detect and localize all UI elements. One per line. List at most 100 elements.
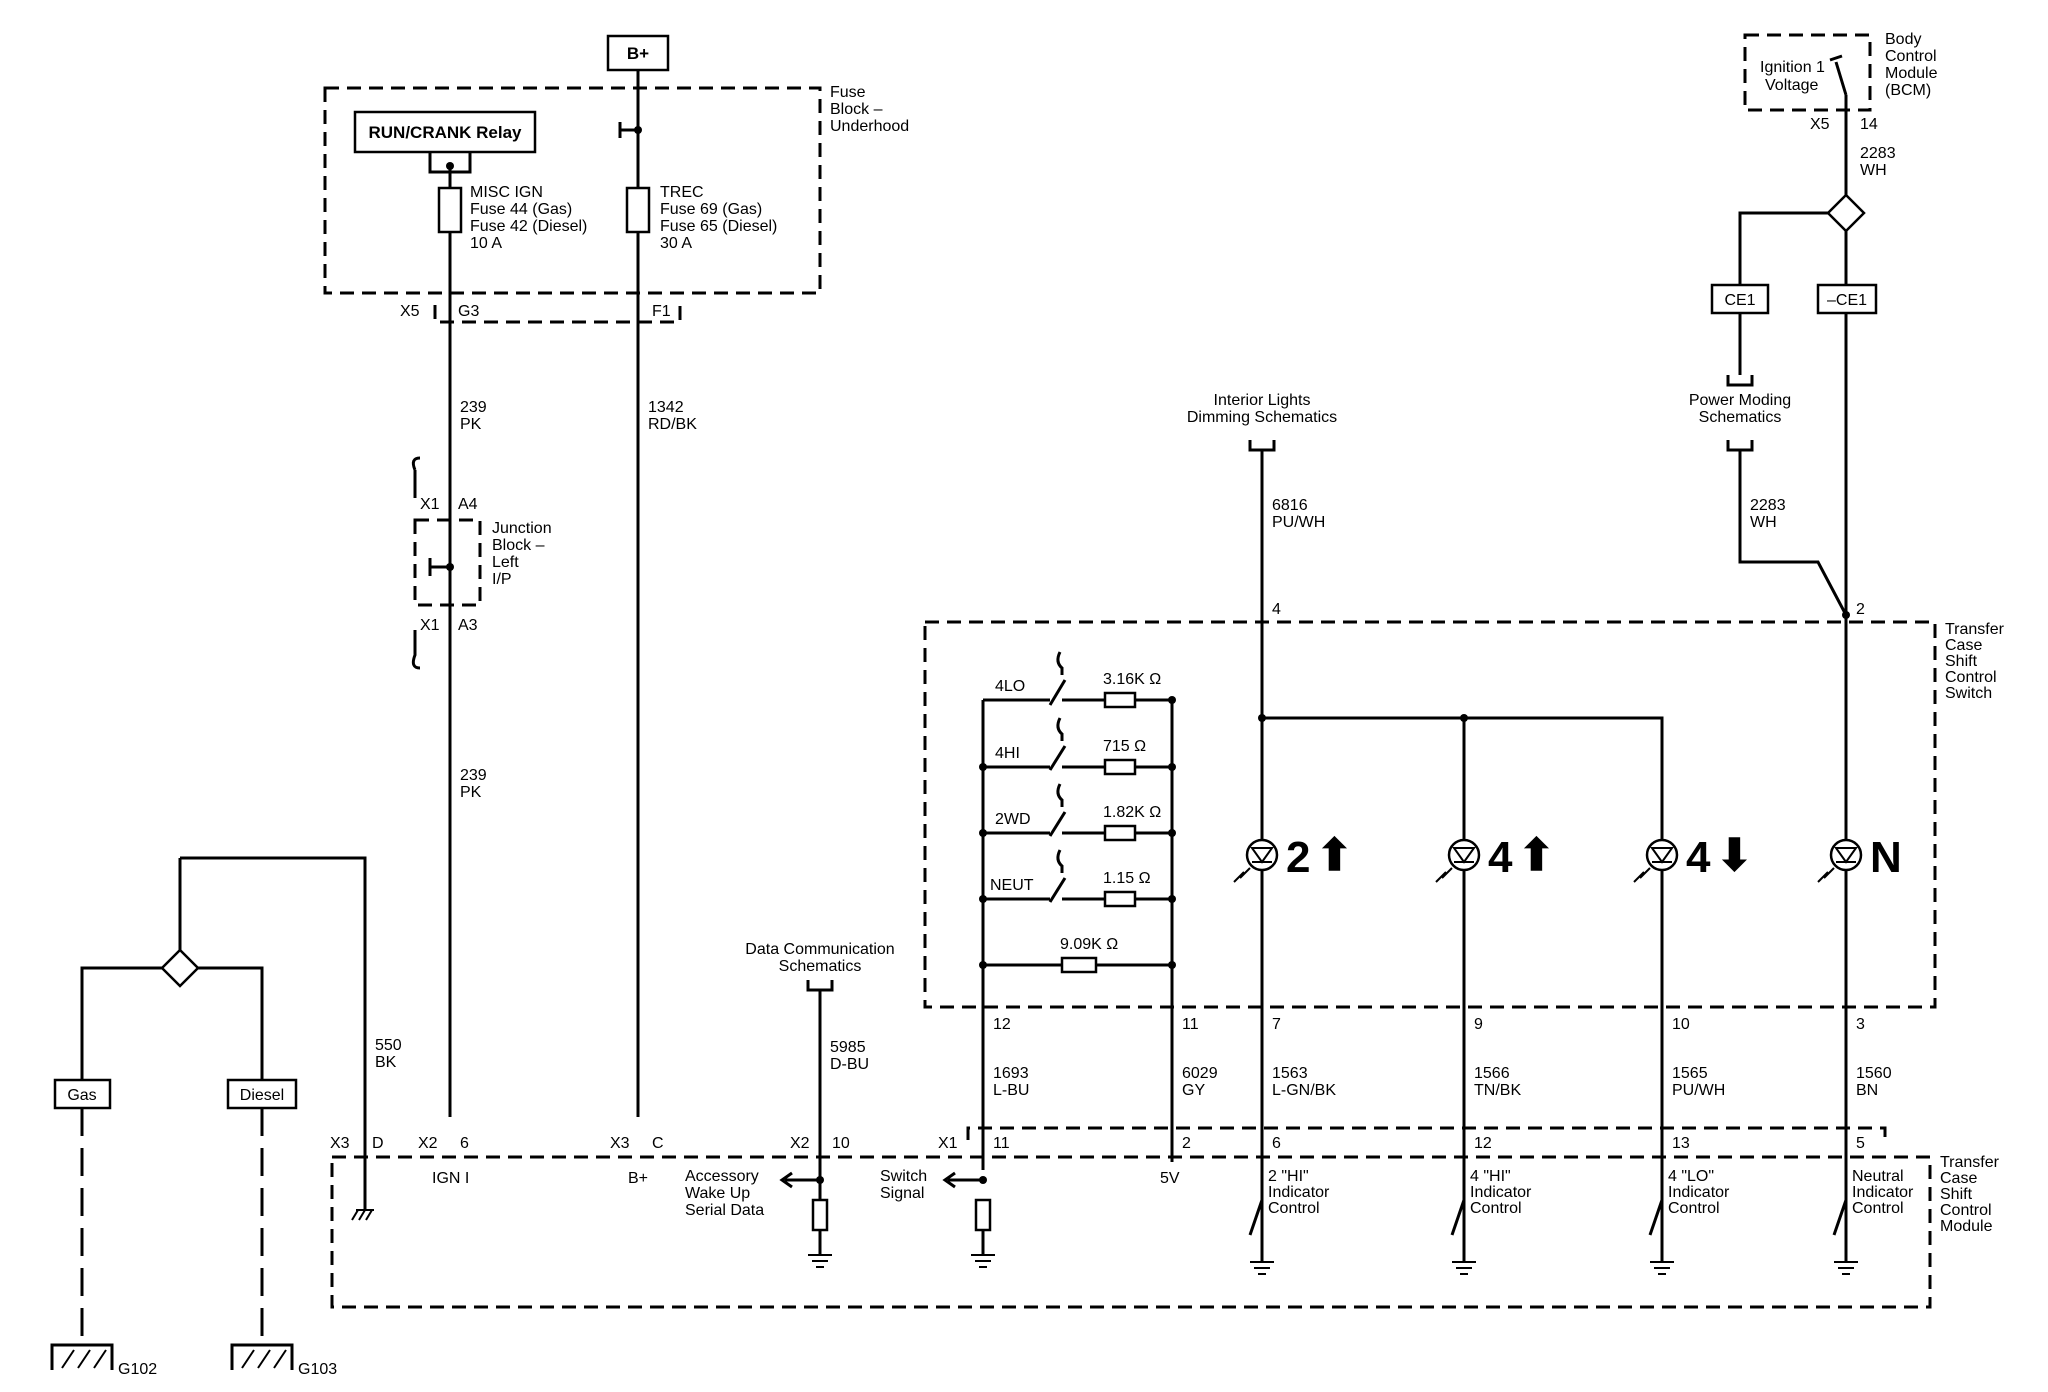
switch-pin-11: 11 <box>1182 1016 1199 1033</box>
interior-lights-connector-icon <box>1248 440 1276 452</box>
svg-text:Transfer: Transfer <box>1940 1154 2000 1171</box>
diesel-option-label: Diesel <box>240 1087 284 1104</box>
svg-text:Block –: Block – <box>492 537 545 554</box>
svg-text:Junction: Junction <box>492 520 552 537</box>
svg-text:Control: Control <box>1268 1200 1320 1217</box>
svg-text:NEUT: NEUT <box>990 877 1034 894</box>
wire-label-239b: 239 PK <box>460 767 487 801</box>
svg-text:239: 239 <box>460 767 487 784</box>
junction-block-outline <box>413 518 482 607</box>
svg-text:4LO: 4LO <box>995 678 1025 695</box>
module-conn-x2-10: X2 <box>790 1135 810 1152</box>
module-control-4lo: 4 "LO" Indicator Control <box>1668 1168 1730 1217</box>
wire-label-2283a: 2283 WH <box>1860 145 1896 179</box>
switch-row-neut: NEUT 1.15 Ω <box>979 849 1176 908</box>
ground-g103-label: G103 <box>298 1361 337 1378</box>
svg-text:PK: PK <box>460 416 482 433</box>
wire-550-bk <box>180 856 367 1210</box>
svg-text:1693: 1693 <box>993 1065 1029 1082</box>
switch-pin-9: 9 <box>1474 1016 1483 1033</box>
junction-x1-a: X1 <box>420 496 440 513</box>
module-conn-x3-d: X3 <box>330 1135 350 1152</box>
svg-text:550: 550 <box>375 1037 402 1054</box>
svg-text:Control: Control <box>1885 48 1937 65</box>
module-control-2hi: 2 "HI" Indicator Control <box>1268 1168 1330 1217</box>
svg-text:Neutral: Neutral <box>1852 1168 1904 1185</box>
svg-text:1342: 1342 <box>648 399 684 416</box>
x1-connector-outline <box>966 1126 1887 1140</box>
junction-a4: A4 <box>458 496 478 513</box>
pin-g3: G3 <box>458 303 479 320</box>
svg-text:Fuse 65 (Diesel): Fuse 65 (Diesel) <box>660 218 777 235</box>
nce1-box <box>1816 283 1878 315</box>
bcm-title: Body Control Module (BCM) <box>1885 31 1938 99</box>
shift-switch-title: Transfer Case Shift Control Switch <box>1945 621 2005 702</box>
svg-text:Shift: Shift <box>1945 653 1978 670</box>
svg-text:Wake Up: Wake Up <box>685 1185 750 1202</box>
svg-text:L-BU: L-BU <box>993 1082 1029 1099</box>
svg-text:Indicator: Indicator <box>1668 1184 1730 1201</box>
splice-icon <box>618 122 638 138</box>
svg-text:30 A: 30 A <box>660 235 692 252</box>
wire-2283-wh-b <box>1738 450 1848 616</box>
svg-text:BK: BK <box>375 1054 397 1071</box>
wire-label-5985: 5985 D-BU <box>830 1039 869 1073</box>
module-ign-i: IGN I <box>432 1170 469 1187</box>
module-pin-12: 12 <box>1474 1135 1492 1152</box>
module-pin-6: 6 <box>460 1135 469 1152</box>
data-comm-ref: Data Communication Schematics <box>745 941 894 975</box>
svg-text:GY: GY <box>1182 1082 1205 1099</box>
switch-pin-12: 12 <box>993 1016 1011 1033</box>
svg-text:Interior Lights: Interior Lights <box>1214 392 1311 409</box>
module-pin-11: 11 <box>993 1135 1010 1152</box>
misc-ign-fuse-icon <box>437 186 463 234</box>
svg-text:TN/BK: TN/BK <box>1474 1082 1521 1099</box>
svg-text:1563: 1563 <box>1272 1065 1308 1082</box>
lamp-4hi-icon <box>1435 838 1481 883</box>
gas-option-label: Gas <box>67 1087 96 1104</box>
module-control-4hi: 4 "HI" Indicator Control <box>1470 1168 1532 1217</box>
svg-text:Control: Control <box>1852 1200 1904 1217</box>
svg-text:PU/WH: PU/WH <box>1672 1082 1725 1099</box>
switch-pin-10: 10 <box>1672 1016 1690 1033</box>
module-pin-10: 10 <box>832 1135 850 1152</box>
module-pin-5: 5 <box>1856 1135 1865 1152</box>
switch-row-4hi: 4HI 715 Ω <box>979 717 1176 776</box>
svg-text:1.15 Ω: 1.15 Ω <box>1103 870 1151 887</box>
svg-text:Fuse 42 (Diesel): Fuse 42 (Diesel) <box>470 218 587 235</box>
junction-x1-b: X1 <box>420 617 440 634</box>
x5-connector-outline <box>433 305 682 324</box>
lamp-neutral-icon <box>1817 838 1863 883</box>
module-pin-d: D <box>372 1135 384 1152</box>
lamp-2hi-number: 2 <box>1286 833 1310 882</box>
bcm-conn: X5 <box>1810 116 1830 133</box>
svg-text:4 "LO": 4 "LO" <box>1668 1168 1714 1185</box>
svg-text:Transfer: Transfer <box>1945 621 2005 638</box>
svg-text:Accessory: Accessory <box>685 1168 759 1185</box>
svg-text:WH: WH <box>1860 162 1887 179</box>
power-moding-ref: Power Moding Schematics <box>1689 392 1791 426</box>
svg-text:I/P: I/P <box>492 571 512 588</box>
switch-pin-3: 3 <box>1856 1016 1865 1033</box>
wire-label-1693: 1693 L-BU <box>993 1065 1029 1099</box>
lamp-4hi-number: 4 <box>1488 833 1513 882</box>
module-pin-c: C <box>652 1135 664 1152</box>
run-crank-relay-box <box>353 110 537 154</box>
svg-text:MISC IGN: MISC IGN <box>470 184 543 201</box>
wire-label-1566: 1566 TN/BK <box>1474 1065 1521 1099</box>
svg-text:L-GN/BK: L-GN/BK <box>1272 1082 1336 1099</box>
wire-label-2283b: 2283 WH <box>1750 497 1786 531</box>
control-switch-neutral <box>1832 1199 1858 1275</box>
x5-label: X5 <box>400 303 420 320</box>
module-pin-13: 13 <box>1672 1135 1690 1152</box>
svg-text:1566: 1566 <box>1474 1065 1510 1082</box>
switch-fixed-resistor: 9.09K Ω <box>979 936 1176 974</box>
wire-label-1560: 1560 BN <box>1856 1065 1892 1099</box>
svg-text:Control: Control <box>1945 669 1997 686</box>
svg-text:TREC: TREC <box>660 184 704 201</box>
svg-text:Dimming Schematics: Dimming Schematics <box>1187 409 1337 426</box>
ground-g102-label: G102 <box>118 1361 157 1378</box>
svg-text:Schematics: Schematics <box>1699 409 1782 426</box>
ground-g102-icon <box>50 1343 114 1370</box>
